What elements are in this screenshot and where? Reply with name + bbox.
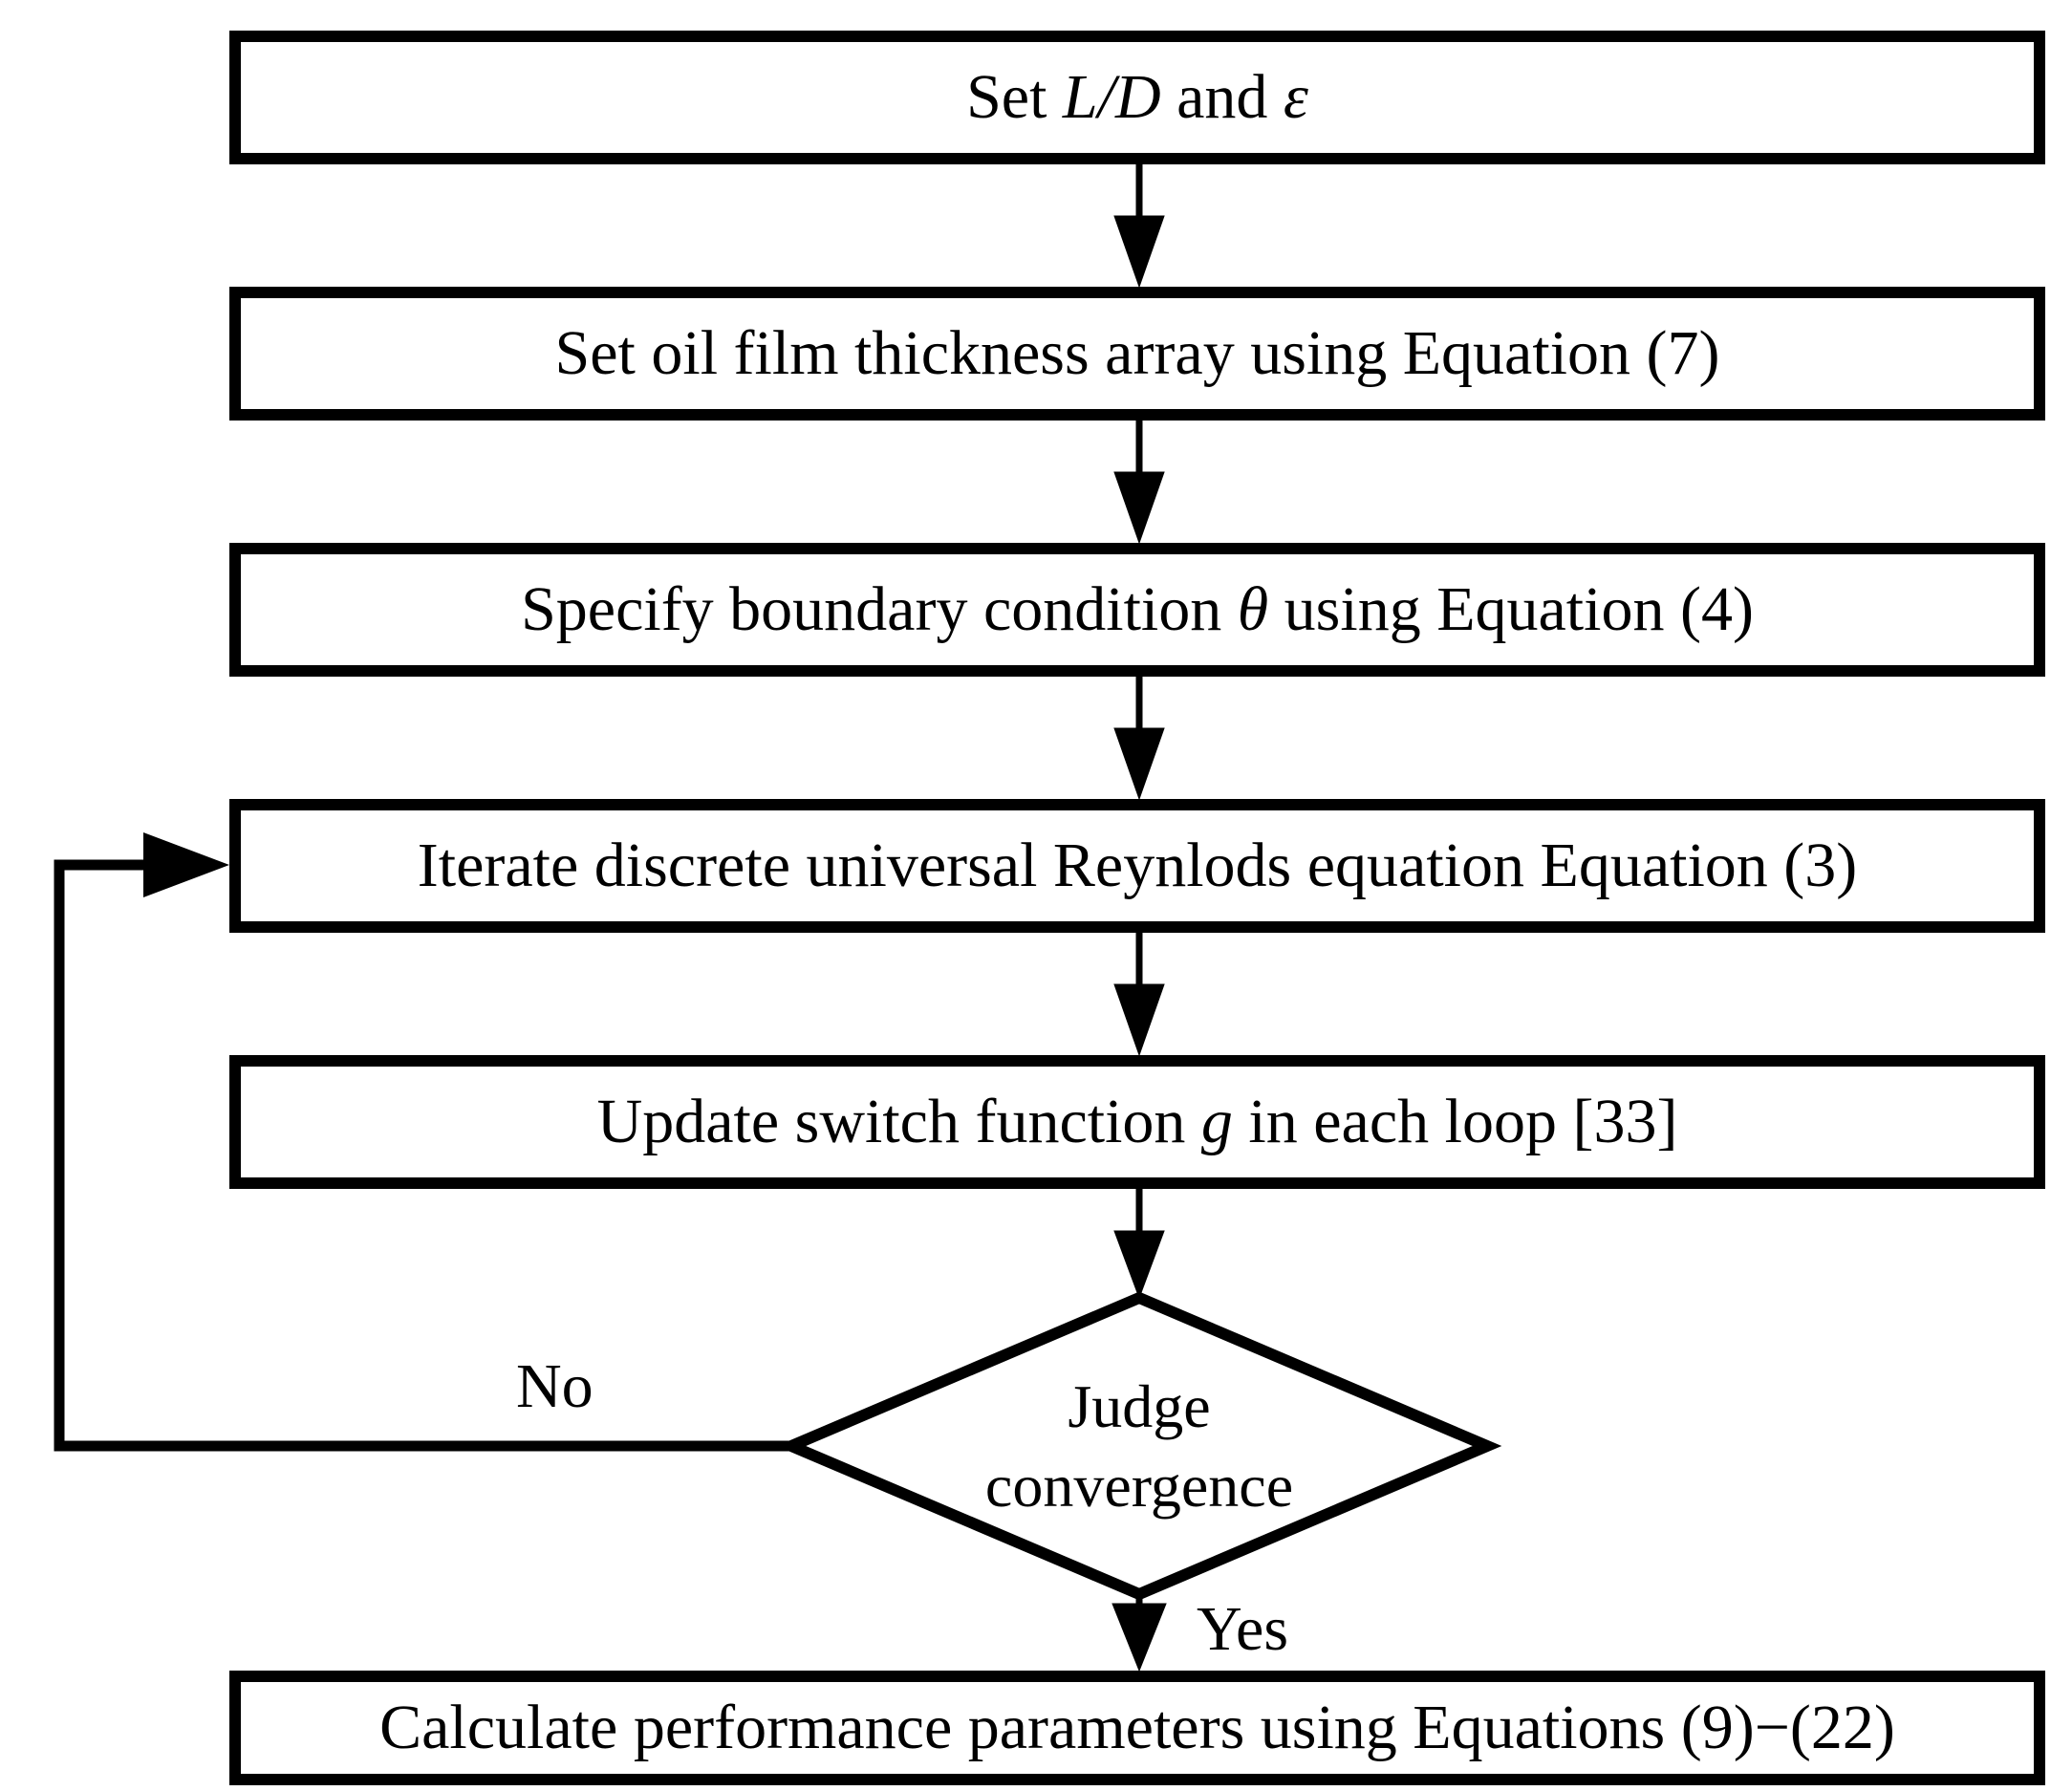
node-update-switch-label: Update switch function g in each loop [3…	[596, 1087, 1678, 1156]
arrow-head-3	[1113, 727, 1165, 801]
node-boundary-condition-label: Specify boundary condition θ using Equat…	[521, 574, 1754, 644]
node-update-switch: Update switch function g in each loop [3…	[229, 1055, 2045, 1189]
node-set-oil-film: Set oil film thickness array using Equat…	[229, 287, 2045, 421]
no-loop	[54, 832, 797, 1452]
arrow-head-4	[1113, 983, 1165, 1057]
edge-label-no: No	[516, 1351, 594, 1421]
node-set-parameters: Set L/D and ε	[229, 31, 2045, 164]
edge-label-yes: Yes	[1197, 1594, 1289, 1664]
arrow-head-5	[1113, 1230, 1165, 1300]
yes-arrow-head	[1112, 1603, 1167, 1672]
node-iterate-reynolds: Iterate discrete universal Reynlods equa…	[229, 799, 2045, 933]
flow-arrows	[1112, 164, 1167, 1672]
no-loop-arrow-head	[143, 832, 229, 897]
decision-diamond-shape	[776, 1291, 1502, 1601]
node-set-oil-film-label: Set oil film thickness array using Equat…	[554, 318, 1720, 388]
node-iterate-reynolds-label: Iterate discrete universal Reynlods equa…	[417, 831, 1858, 900]
node-set-parameters-label: Set L/D and ε	[966, 62, 1308, 132]
node-calculate-performance-label: Calculate performance parameters using E…	[379, 1693, 1895, 1762]
no-loop-line	[54, 859, 797, 1452]
arrow-head-1	[1113, 215, 1165, 289]
node-calculate-performance: Calculate performance parameters using E…	[229, 1671, 2045, 1785]
arrow-head-2	[1113, 471, 1165, 545]
node-boundary-condition: Specify boundary condition θ using Equat…	[229, 543, 2045, 677]
